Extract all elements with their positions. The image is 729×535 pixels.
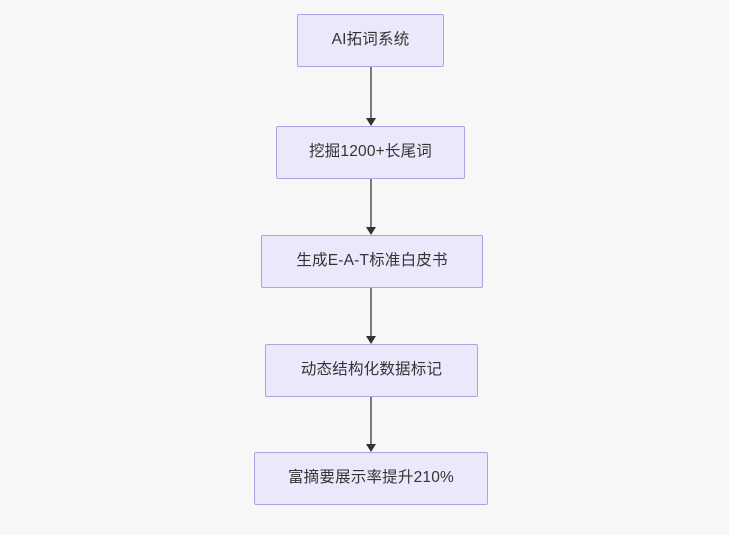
arrowhead-icon <box>366 336 376 344</box>
flow-node-label: 挖掘1200+长尾词 <box>308 143 433 161</box>
flow-node-label: 富摘要展示率提升210% <box>287 469 455 487</box>
connector-line <box>370 179 372 228</box>
connector-n4-n5 <box>366 397 376 452</box>
flow-node-rich-snippet-impression-uplift[interactable]: 富摘要展示率提升210% <box>254 452 488 505</box>
connector-line <box>370 288 372 337</box>
flow-node-dynamic-structured-data-markup[interactable]: 动态结构化数据标记 <box>265 344 478 397</box>
flow-node-label: AI拓词系统 <box>331 31 410 49</box>
arrowhead-icon <box>366 227 376 235</box>
flow-node-label: 生成E-A-T标准白皮书 <box>296 252 448 270</box>
arrowhead-icon <box>366 118 376 126</box>
connector-n3-n4 <box>366 288 376 344</box>
connector-line <box>370 397 372 445</box>
flow-node-generate-eat-whitepaper[interactable]: 生成E-A-T标准白皮书 <box>261 235 483 288</box>
arrowhead-icon <box>366 444 376 452</box>
connector-line <box>370 67 372 119</box>
flow-node-mine-longtail-keywords[interactable]: 挖掘1200+长尾词 <box>276 126 465 179</box>
connector-n2-n3 <box>366 179 376 235</box>
flow-node-ai-keyword-system[interactable]: AI拓词系统 <box>297 14 444 67</box>
flow-node-label: 动态结构化数据标记 <box>300 361 443 379</box>
connector-n1-n2 <box>366 67 376 126</box>
